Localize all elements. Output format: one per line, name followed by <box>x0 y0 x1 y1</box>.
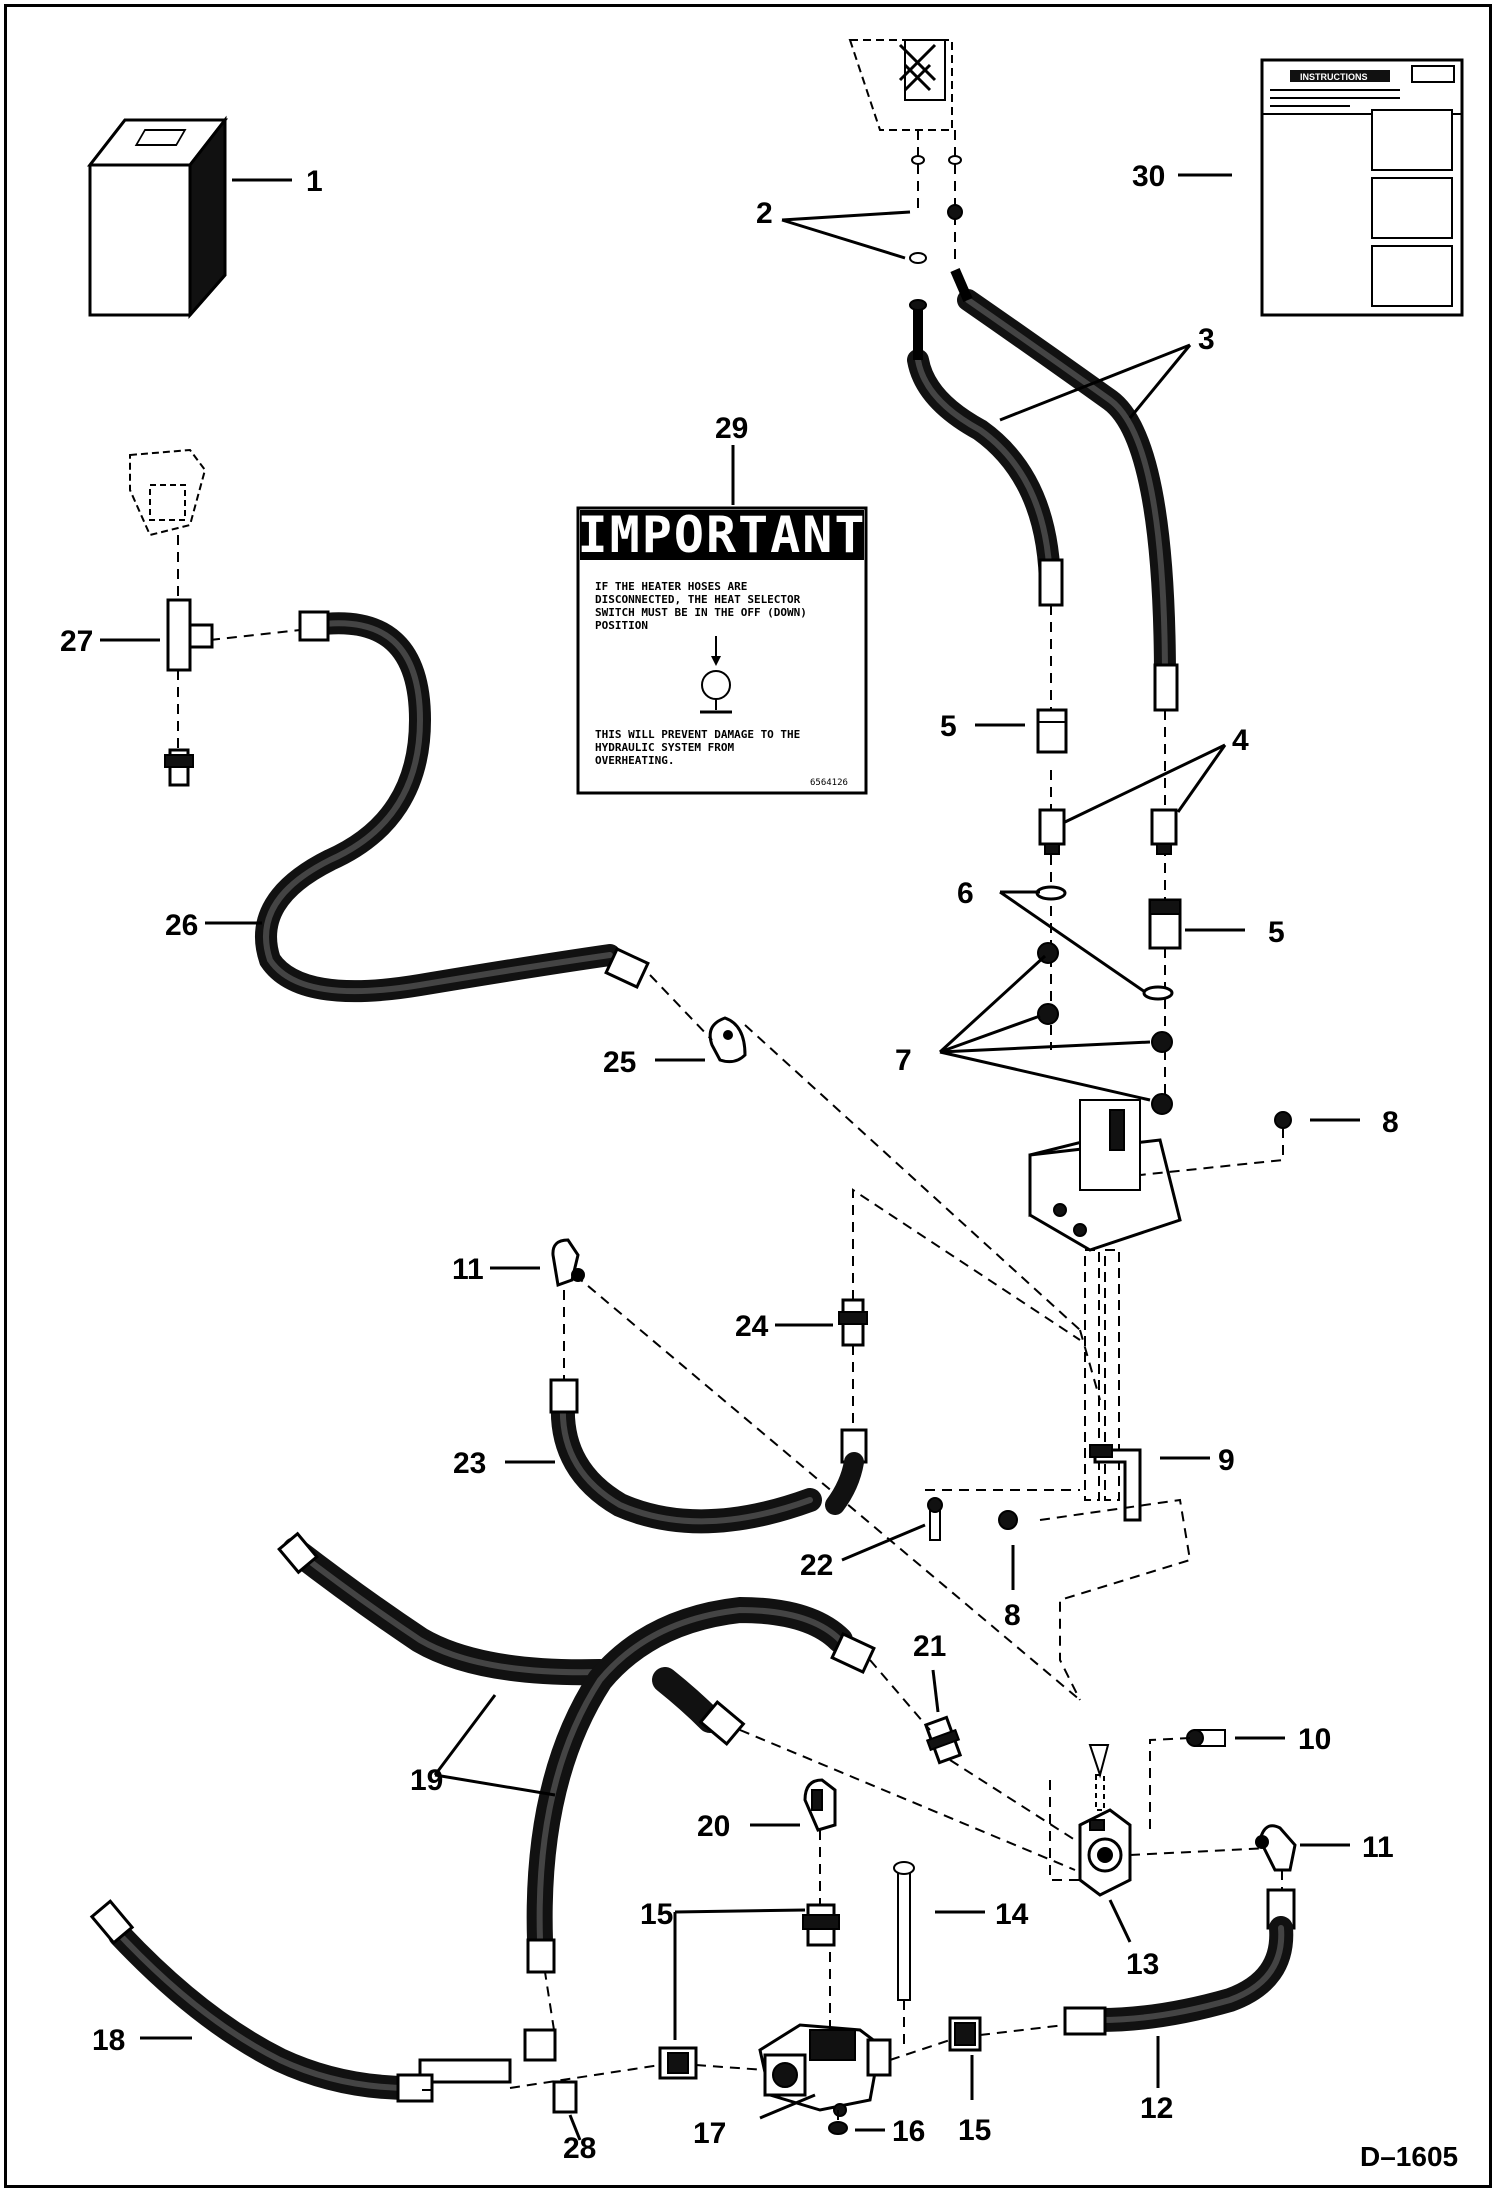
callout-2: 2 <box>756 197 773 230</box>
callout-3: 3 <box>1198 323 1215 356</box>
decal-title: IMPORTANT <box>578 506 867 564</box>
decal-line-2: DISCONNECTED, THE HEAT SELECTOR <box>595 593 801 606</box>
manual-title: INSTRUCTIONS <box>1300 72 1368 82</box>
callout-13: 13 <box>1126 1948 1159 1981</box>
drawing-code: D–1605 <box>1360 2141 1458 2172</box>
part-13-valve <box>1078 1744 1132 1897</box>
callout-10: 10 <box>1298 1723 1331 1756</box>
part-25-clamp <box>708 1016 747 1064</box>
callout-21: 21 <box>913 1630 946 1663</box>
part-5-coupler-right <box>1148 898 1182 950</box>
callout-20: 20 <box>697 1810 730 1843</box>
part-15-fitting-top <box>802 1903 840 1947</box>
part-20-elbow <box>803 1778 837 1832</box>
part-12-hose <box>1063 1888 1296 2036</box>
callout-7: 7 <box>895 1044 912 1077</box>
part-8-nut-bottom <box>998 1510 1018 1530</box>
callout-23: 23 <box>453 1447 486 1480</box>
part-4-nipples <box>1038 808 1178 855</box>
callout-17: 17 <box>693 2117 726 2150</box>
callout-18: 18 <box>92 2024 125 2057</box>
callout-24: 24 <box>735 1310 769 1343</box>
callout-8-upper: 8 <box>1382 1106 1399 1139</box>
heater-valve-stub <box>129 448 207 537</box>
part-23-hose <box>549 1378 822 1534</box>
part-11-elbow-top <box>551 1238 585 1288</box>
part-5-coupler-left <box>1036 708 1068 754</box>
callout-5-lower: 5 <box>1268 916 1285 949</box>
callout-12: 12 <box>1140 2092 1173 2125</box>
part-15-fitting-right <box>948 2016 982 2052</box>
part-3-hoses <box>907 268 1179 712</box>
decal-line-6: HYDRAULIC SYSTEM FROM <box>595 741 734 754</box>
decal-line-1: IF THE HEATER HOSES ARE <box>595 580 747 593</box>
drawing-border <box>4 4 1492 2188</box>
callout-11-upper: 11 <box>452 1253 484 1286</box>
part-26-heater-hose <box>255 610 650 1003</box>
part-17-valve-body <box>758 2023 892 2117</box>
part-29-important-decal: IMPORTANT IF THE HEATER HOSES ARE DISCON… <box>576 506 868 795</box>
callout-22: 22 <box>800 1549 833 1582</box>
part-21-nipple <box>923 1715 963 1765</box>
part-22-bolt <box>927 1497 943 1541</box>
callout-14: 14 <box>995 1898 1029 1931</box>
callout-28: 28 <box>563 2132 596 2165</box>
part-14-bolt <box>893 1861 915 2001</box>
part-16-plug <box>828 2121 848 2135</box>
mounting-bracket <box>1028 1099 1182 1501</box>
decal-part-number: 6564126 <box>810 778 848 788</box>
part-19-hoses <box>277 1531 876 1974</box>
part-18-hose <box>89 1899 434 2103</box>
callout-9: 9 <box>1218 1444 1235 1477</box>
part-27-tee <box>164 598 214 787</box>
callout-27: 27 <box>60 625 93 658</box>
callout-30: 30 <box>1132 160 1165 193</box>
callout-8-lower: 8 <box>1004 1599 1021 1632</box>
callout-4: 4 <box>1232 724 1249 757</box>
decal-line-4: POSITION <box>595 619 648 632</box>
callout-15-right: 15 <box>958 2114 991 2147</box>
callout-5-upper: 5 <box>940 710 957 743</box>
callout-29: 29 <box>715 412 748 445</box>
part-1-filter-box <box>86 115 229 319</box>
part-24-adapter <box>838 1298 868 1347</box>
heater-core-stub <box>848 39 953 131</box>
part-2-o-rings <box>909 155 963 311</box>
callout-11-lower: 11 <box>1362 1831 1394 1864</box>
callout-26: 26 <box>165 909 198 942</box>
part-11-elbow-bottom <box>1255 1824 1297 1872</box>
callout-1: 1 <box>306 165 323 198</box>
part-8-nut-top <box>1274 1111 1292 1129</box>
callout-6: 6 <box>957 877 974 910</box>
hose-end-24 <box>825 1428 868 1515</box>
callout-16: 16 <box>892 2115 925 2148</box>
decal-line-7: OVERHEATING. <box>595 754 674 767</box>
callout-15-left: 15 <box>640 1898 673 1931</box>
decal-line-5: THIS WILL PREVENT DAMAGE TO THE <box>595 728 800 741</box>
callout-19: 19 <box>410 1764 443 1797</box>
part-10-plug <box>1186 1729 1226 1747</box>
part-28-tee <box>418 2028 578 2114</box>
part-30-instructions-manual: INSTRUCTIONS <box>1260 58 1464 317</box>
part-15-fitting-left <box>658 2046 698 2080</box>
decal-line-3: SWITCH MUST BE IN THE OFF (DOWN) <box>595 606 807 619</box>
callout-25: 25 <box>603 1046 636 1079</box>
part-7-washers <box>1037 942 1173 1115</box>
